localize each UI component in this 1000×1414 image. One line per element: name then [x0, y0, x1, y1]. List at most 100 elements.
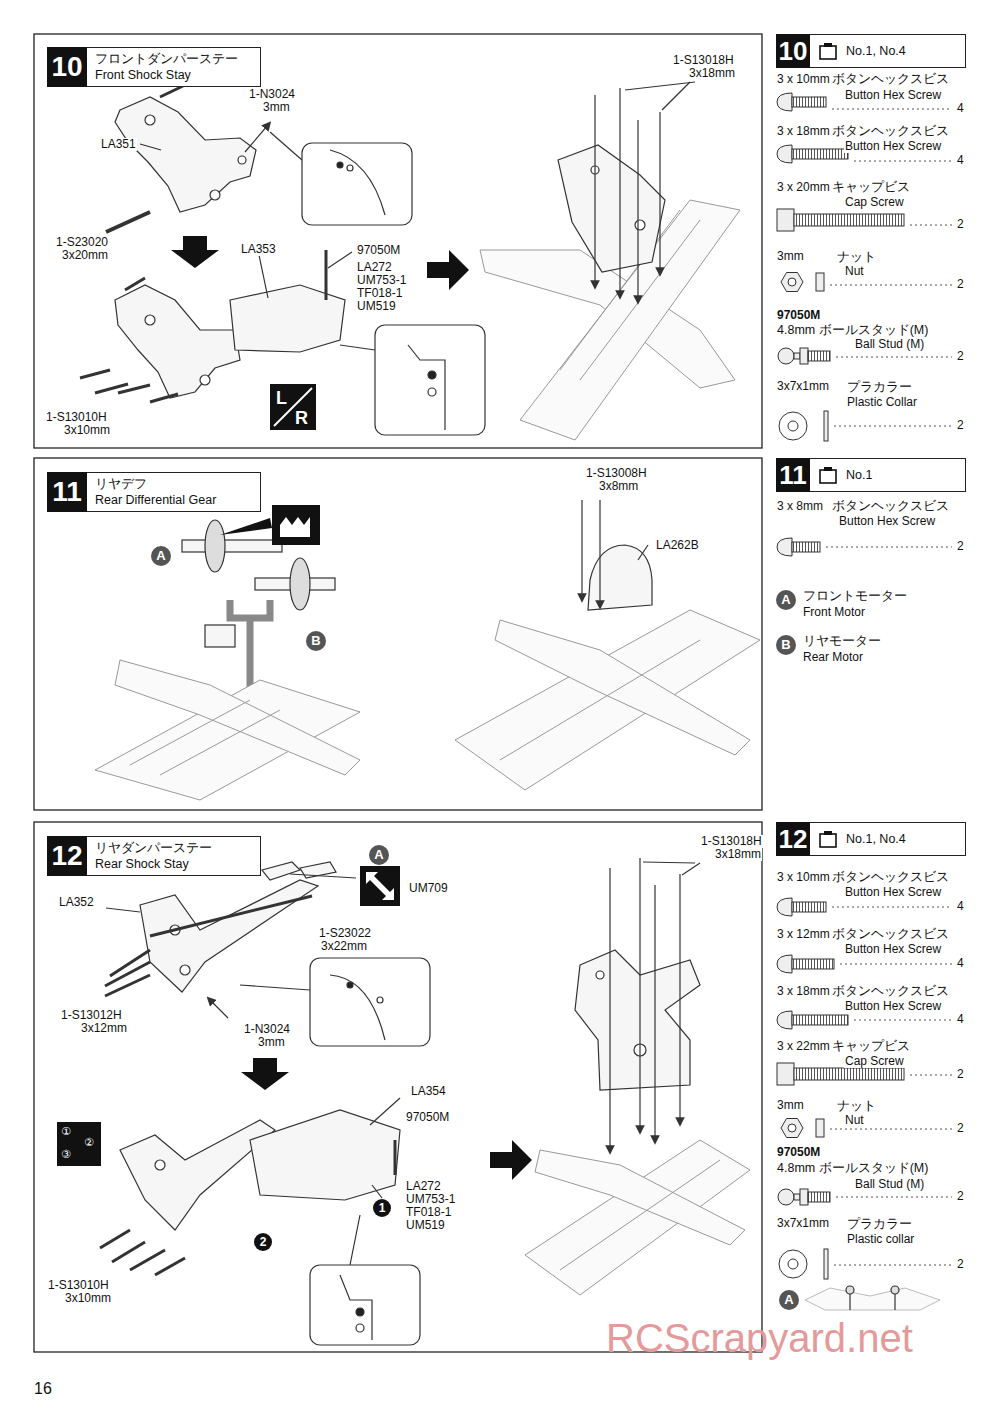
- part-number: 1-N3024: [243, 1023, 291, 1036]
- step-number: 11: [47, 472, 87, 512]
- step-title: 11リヤデフRear Differential Gear: [47, 472, 261, 512]
- part-name: 4.8mm ボールスタッド(M): [776, 323, 929, 337]
- circle-marker: A: [369, 845, 389, 865]
- part-size: 3x7x1mm: [776, 1217, 830, 1230]
- part-name: Button Hex Screw: [844, 943, 942, 956]
- quantity: 2: [956, 1122, 965, 1135]
- title-box: リヤデフRear Differential Gear: [87, 472, 261, 512]
- dimension: 3x10mm: [63, 424, 111, 437]
- part-number: 1-S13018H: [700, 835, 763, 848]
- part-size: 3 x 12mm: [776, 928, 831, 941]
- part-size: 3x7x1mm: [776, 380, 830, 393]
- part-number: 97050M: [776, 309, 821, 322]
- part-number: UM709: [408, 882, 449, 895]
- dimension: 3x22mm: [320, 940, 368, 953]
- quantity: 4: [956, 1013, 965, 1026]
- step-title: 12リヤダンパーステーRear Shock Stay: [47, 836, 261, 876]
- order-mark: ③: [61, 1148, 71, 1160]
- quantity: 2: [956, 1190, 965, 1203]
- part-number: 1-S13010H: [45, 411, 108, 424]
- part-number: 97050M: [405, 1111, 450, 1124]
- circle-marker: B: [306, 631, 326, 651]
- quantity: 2: [956, 540, 965, 553]
- part-number: 1-S13008H: [585, 467, 648, 480]
- note: Rear Motor: [802, 651, 864, 664]
- step-number: 12: [776, 822, 810, 856]
- part-name: プラカラー: [846, 380, 913, 394]
- page-number: 16: [34, 1380, 52, 1398]
- step-title: 10フロントダンパーステーFront Shock Stay: [47, 47, 261, 87]
- order-mark: ①: [61, 1125, 71, 1137]
- part-size: 3 x 8mm: [776, 500, 824, 513]
- circle-marker: B: [776, 635, 796, 655]
- quantity: 4: [956, 102, 965, 115]
- quantity: 2: [956, 1068, 965, 1081]
- part-number: 97050M: [776, 1146, 821, 1159]
- english-title: Rear Differential Gear: [95, 492, 250, 508]
- note: フロントモーター: [802, 589, 908, 603]
- part-number: UM753-1: [356, 274, 407, 287]
- part-number: LA351: [100, 138, 137, 151]
- part-number: TF018-1: [356, 287, 403, 300]
- dimension: 3mm: [262, 101, 291, 114]
- part-name: Nut: [844, 265, 865, 278]
- part-number: UM519: [356, 300, 397, 313]
- part-number: UM753-1: [405, 1193, 456, 1206]
- dimension: 3x10mm: [64, 1292, 112, 1305]
- part-name: ナット: [836, 250, 877, 264]
- part-size: 3mm: [776, 1099, 805, 1112]
- part-number: LA352: [58, 896, 95, 909]
- part-number: 1-S23020: [55, 236, 109, 249]
- note: Front Motor: [802, 606, 866, 619]
- part-name: Ball Stud (M): [854, 338, 925, 351]
- part-number: 1-S13010H: [47, 1279, 110, 1292]
- callout-number: 2: [254, 1233, 272, 1251]
- part-name: Ball Stud (M): [854, 1178, 925, 1191]
- part-number: LA272: [405, 1180, 442, 1193]
- step-number: 11: [776, 458, 810, 492]
- dimension: 3x20mm: [61, 249, 109, 262]
- bag-number: No.1, No.4: [846, 44, 906, 58]
- part-name: Plastic Collar: [846, 396, 918, 409]
- english-title: Front Shock Stay: [95, 67, 250, 83]
- quantity: 2: [956, 1258, 965, 1271]
- quantity: 2: [956, 278, 965, 291]
- part-number: LA262B: [655, 539, 700, 552]
- bag-box: No.1, No.4: [810, 822, 966, 856]
- bag-icon: [818, 829, 838, 849]
- note: リヤモーター: [802, 634, 882, 648]
- part-size: 3 x 18mm: [776, 125, 831, 138]
- parts-header: 11 No.1: [776, 458, 966, 492]
- side-mark: R: [295, 409, 308, 427]
- quantity: 2: [956, 218, 965, 231]
- english-title: Rear Shock Stay: [95, 856, 250, 872]
- circle-marker: A: [151, 546, 171, 566]
- part-name: ナット: [836, 1099, 877, 1113]
- quantity: 2: [956, 350, 965, 363]
- dimension: 3x18mm: [688, 67, 736, 80]
- bag-number: No.1: [846, 468, 872, 482]
- part-name: ボタンヘックスビス: [831, 927, 950, 941]
- quantity: 2: [956, 419, 965, 432]
- part-size: 3 x 10mm: [776, 73, 831, 86]
- part-name: Button Hex Screw: [844, 89, 942, 102]
- part-number: LA353: [240, 243, 277, 256]
- title-box: フロントダンパーステーFront Shock Stay: [87, 47, 261, 87]
- part-number: 1-S13012H: [60, 1009, 123, 1022]
- japanese-title: リヤダンパーステー: [95, 840, 250, 856]
- part-number: UM519: [405, 1219, 446, 1232]
- part-name: Button Hex Screw: [844, 1000, 942, 1013]
- part-name: プラカラー: [846, 1217, 913, 1231]
- part-name: Button Hex Screw: [838, 515, 936, 528]
- part-size: 3 x 18mm: [776, 985, 831, 998]
- part-name: Cap Screw: [844, 196, 905, 209]
- part-name: ボタンヘックスビス: [831, 72, 950, 86]
- part-name: Plastic collar: [846, 1233, 915, 1246]
- part-name: ボタンヘックスビス: [831, 984, 950, 998]
- japanese-title: フロントダンパーステー: [95, 51, 250, 67]
- part-size: 3mm: [776, 250, 805, 263]
- part-number: 97050M: [356, 244, 401, 257]
- part-name: キャップビス: [831, 1039, 911, 1053]
- part-name: Button Hex Screw: [844, 140, 942, 153]
